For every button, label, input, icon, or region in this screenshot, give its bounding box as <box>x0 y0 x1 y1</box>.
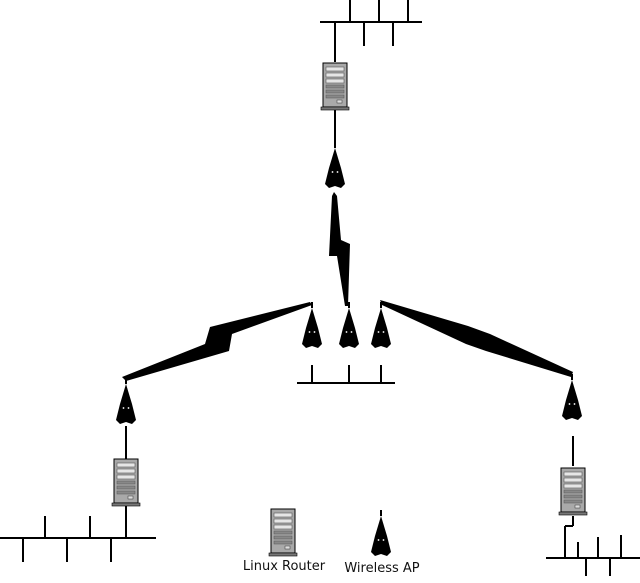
router-top <box>320 62 350 111</box>
ap-right <box>561 373 583 421</box>
linux-router-icon <box>268 508 298 557</box>
lan-right <box>546 516 640 576</box>
wireless-link-left <box>122 302 312 381</box>
wireless-link-top <box>329 192 350 306</box>
wireless-ap-icon <box>370 509 392 557</box>
ap-center-middle <box>338 301 360 349</box>
router-right <box>558 467 588 516</box>
lan-top <box>320 0 422 62</box>
legend-ap-label: Wireless AP <box>344 561 419 576</box>
ap-left <box>115 377 137 425</box>
ap-center-right <box>370 301 392 349</box>
lan-left <box>0 506 156 562</box>
ap-top <box>324 141 346 189</box>
wireless-link-right <box>380 300 573 377</box>
lan-center <box>297 365 395 384</box>
legend: Linux Router Wireless AP <box>243 508 420 576</box>
legend-router-label: Linux Router <box>243 559 326 574</box>
router-left <box>111 458 141 507</box>
ap-center-left <box>301 301 323 349</box>
